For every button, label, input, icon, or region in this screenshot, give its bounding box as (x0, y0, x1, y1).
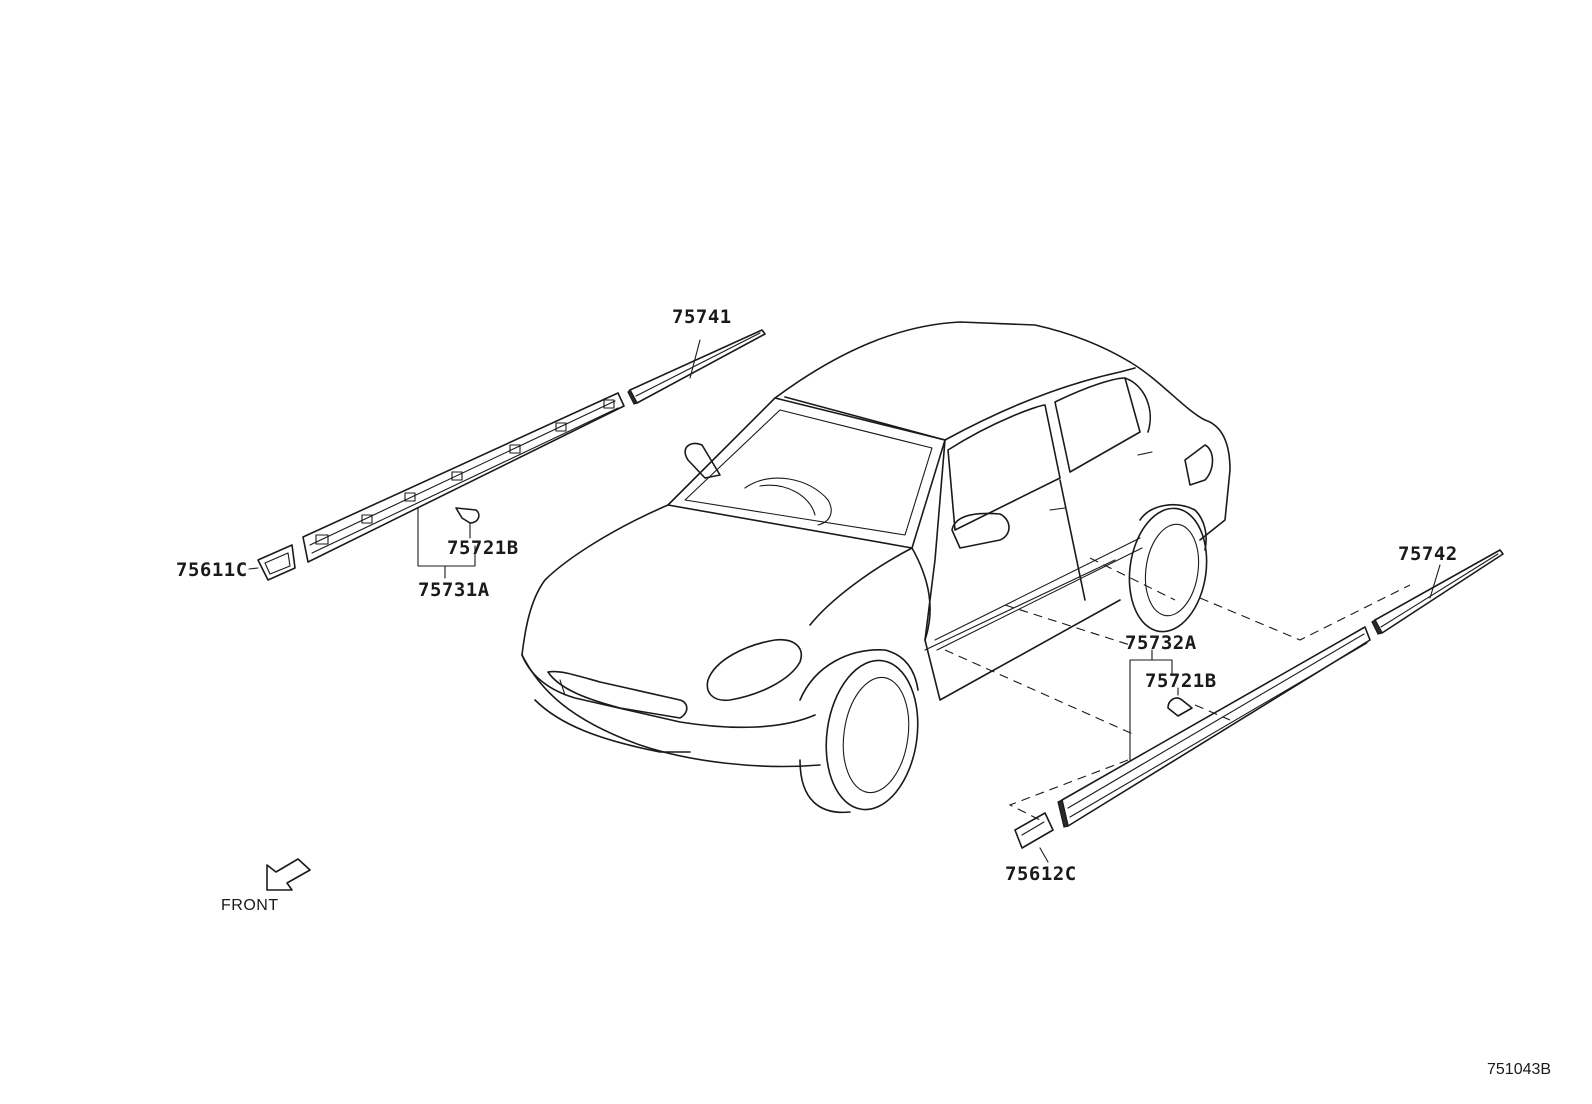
diagram-code: 751043B (1487, 1061, 1552, 1078)
part-75741 (627, 329, 766, 405)
part-75612c (1014, 812, 1054, 863)
label-75742: 75742 (1398, 543, 1458, 565)
label-75612c: 75612C (1005, 863, 1077, 885)
front-arrow-icon (266, 858, 311, 891)
car-outline (521, 321, 1231, 814)
part-75732a (1057, 626, 1371, 828)
front-label: FRONT (221, 897, 279, 914)
part-75742 (1371, 549, 1504, 635)
label-75721b-right: 75721B (1145, 670, 1217, 692)
label-75611c: 75611C (176, 559, 248, 581)
label-75731a: 75731A (418, 579, 490, 601)
part-75611c (248, 544, 296, 581)
part-75731a (302, 392, 625, 563)
label-75741: 75741 (672, 306, 732, 328)
label-75721b-left: 75721B (447, 537, 519, 559)
label-75732a: 75732A (1125, 632, 1197, 654)
part-75721b-left (455, 507, 480, 539)
part-75721b-right (1167, 687, 1193, 717)
